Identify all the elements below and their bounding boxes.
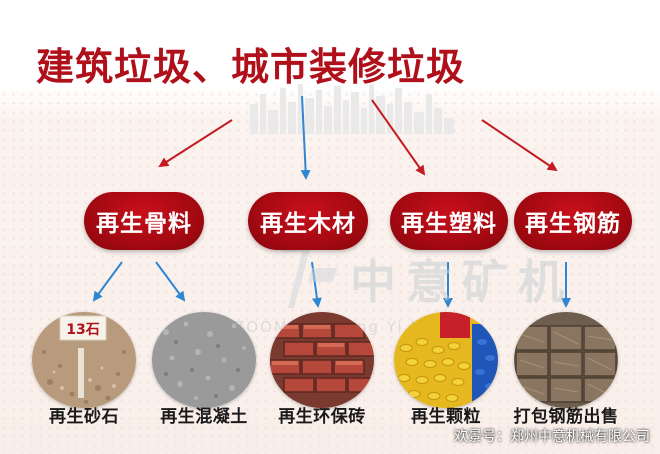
sign-text: 13石 xyxy=(66,322,99,338)
pill-recycled-wood: 再生木材 xyxy=(248,192,368,250)
label-recycled-sand: 再生砂石 xyxy=(49,407,119,427)
source-credit: 欢景号：郑州中意机械有限公司 xyxy=(454,429,650,445)
pill-recycled-steel: 再生钢筋 xyxy=(514,192,632,250)
watermark-brand: 中意矿机 xyxy=(350,255,574,309)
label-baled-rebar: 打包钢筋出售 xyxy=(513,407,619,427)
image-recycled-sand: 13石 xyxy=(32,312,136,408)
red-arrow-to-steel xyxy=(481,119,558,172)
red-arrow-to-plastic xyxy=(371,99,426,176)
image-recycled-concrete xyxy=(152,312,256,408)
watermark-logo-icon xyxy=(276,242,338,308)
blue-arrow-to-concrete xyxy=(155,261,186,302)
image-recycled-granules xyxy=(394,312,498,408)
page-title: 建筑垃圾、城市装修垃圾 xyxy=(36,45,466,89)
blue-arrow-to-sand xyxy=(92,261,123,302)
label-recycled-concrete: 再生混凝土 xyxy=(160,407,248,427)
pill-recycled-plastic: 再生塑料 xyxy=(390,192,508,250)
pill-recycled-aggregate: 再生骨料 xyxy=(84,192,204,250)
image-eco-bricks xyxy=(270,312,374,408)
city-skyline-graphic xyxy=(250,84,454,134)
image-baled-rebar xyxy=(514,312,618,408)
red-arrow-to-aggregate xyxy=(158,119,233,168)
label-eco-bricks: 再生环保砖 xyxy=(278,407,366,427)
blue-arrow-to-wood xyxy=(300,95,311,180)
label-recycled-granules: 再生颗粒 xyxy=(411,407,481,427)
